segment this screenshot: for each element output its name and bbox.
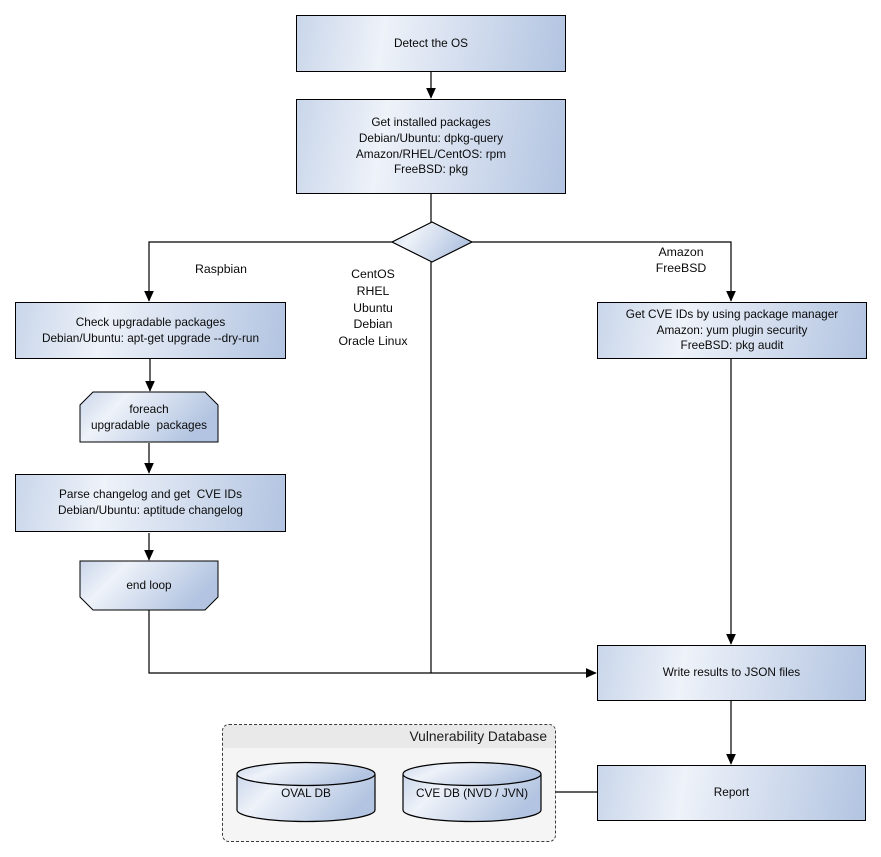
arrow-diamond-to-get-cve: [471, 241, 736, 302]
node-text: Write results to JSON files: [662, 665, 801, 680]
branch-label-line: Oracle Linux: [338, 334, 408, 349]
node-text: FreeBSD: pkg: [393, 162, 469, 177]
node-text: end loop: [126, 577, 172, 592]
branch-label-middle-os-list: CentOS RHEL Ubuntu Debian Oracle Linux: [313, 266, 433, 350]
arrow-endloop-to-write-results: [148, 610, 597, 678]
vulnerability-database-title: Vulnerability Database: [409, 729, 547, 744]
node-get-installed-packages: Get installed packages Debian/Ubuntu: dp…: [296, 99, 566, 194]
node-parse-changelog: Parse changelog and get CVE IDs Debian/U…: [15, 474, 286, 532]
node-get-cve-ids: Get CVE IDs by using package manager Ama…: [597, 302, 867, 359]
os-decision-diamond: [390, 221, 474, 263]
end-loop-label: end loop: [80, 561, 218, 610]
end-loop-shape: [79, 560, 219, 611]
oval-db-label: OVAL DB: [237, 781, 375, 806]
branch-label-line: RHEL: [356, 283, 390, 298]
node-text: Amazon/RHEL/CentOS: rpm: [355, 146, 507, 161]
branch-label-line: Debian: [353, 317, 393, 332]
branch-label-line: Amazon: [658, 245, 704, 259]
node-text: foreach: [129, 401, 169, 416]
node-text: upgradable packages: [90, 417, 208, 432]
node-check-upgradable-packages: Check upgradable packages Debian/Ubuntu:…: [15, 302, 286, 359]
node-text: Report: [713, 785, 750, 800]
branch-label-line: FreeBSD: [655, 261, 707, 275]
node-text: Amazon: yum plugin security: [656, 322, 808, 337]
branch-label-amazon-freebsd: Amazon FreeBSD: [631, 244, 731, 276]
foreach-loop-label: foreach upgradable packages: [80, 393, 218, 442]
branch-label-raspbian: Raspbian: [195, 262, 247, 276]
branch-label-line: CentOS: [351, 267, 395, 281]
node-text: Debian/Ubuntu: dpkg-query: [358, 130, 504, 145]
node-report: Report: [597, 765, 866, 821]
cve-db-label: CVE DB (NVD / JVN): [403, 781, 541, 806]
node-text: Check upgradable packages: [75, 314, 226, 329]
branch-label-line: Ubuntu: [353, 300, 393, 315]
node-text: OVAL DB: [281, 785, 331, 800]
node-text: Debian/Ubuntu: aptitude changelog: [58, 503, 243, 517]
node-text: Debian/Ubuntu: apt-get upgrade --dry-run: [41, 330, 260, 345]
node-detect-os: Detect the OS: [296, 15, 566, 72]
node-text: Get installed packages: [371, 115, 491, 130]
node-text: Get CVE IDs by using package manager: [625, 307, 839, 322]
node-text: Detect the OS: [393, 35, 469, 50]
oval-db-cylinder: [236, 761, 376, 823]
vulnerability-database-header: Vulnerability Database: [223, 725, 555, 748]
node-text: FreeBSD: pkg audit: [680, 338, 784, 353]
node-text: CVE DB (NVD / JVN): [415, 785, 529, 800]
node-text: Parse changelog and get CVE IDs: [59, 487, 242, 502]
node-write-results-json: Write results to JSON files: [597, 645, 866, 701]
arrow-diamond-to-check-upgradable: [144, 241, 393, 302]
foreach-loop-shape: [79, 391, 219, 443]
cve-db-cylinder: [402, 761, 542, 823]
